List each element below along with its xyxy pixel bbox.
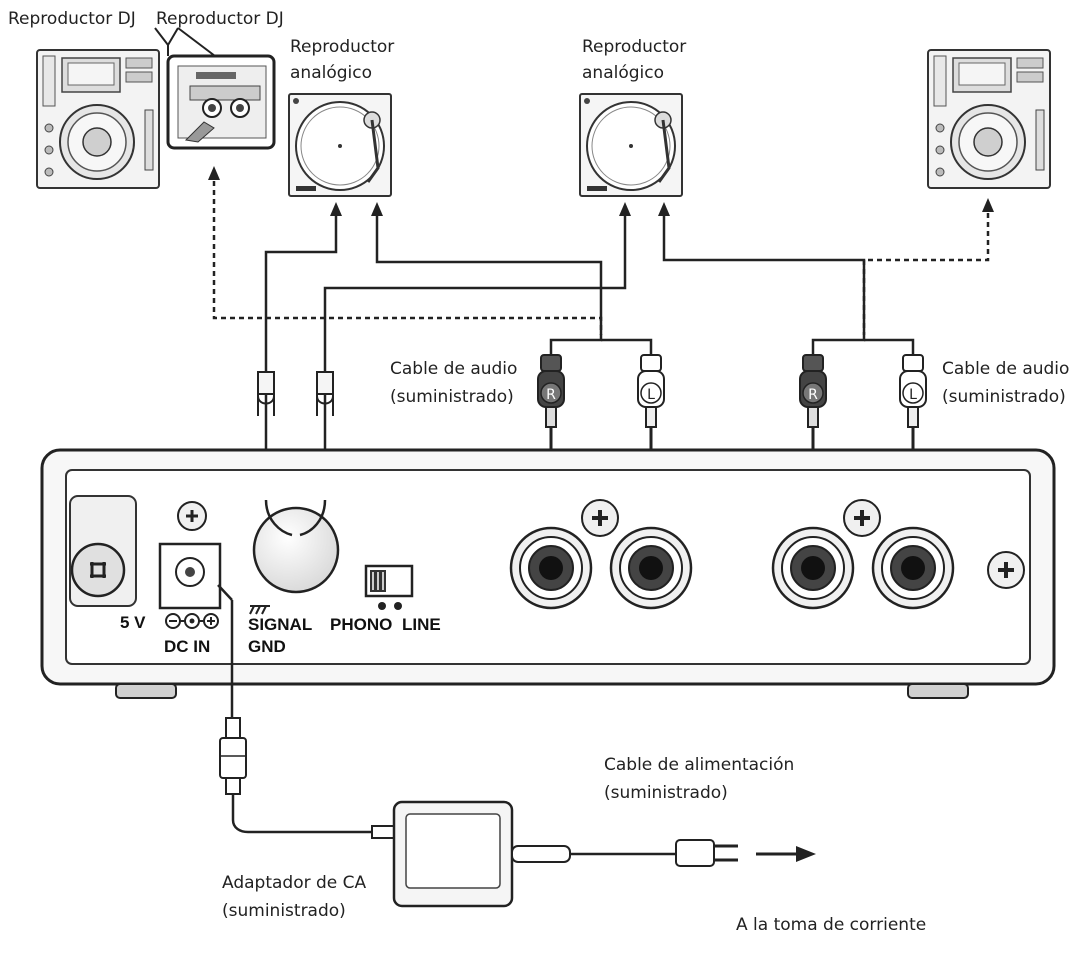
dotted-cable-right: [862, 204, 990, 335]
analog-player-right: [579, 93, 683, 197]
label-5v: 5 V: [120, 613, 146, 632]
rca-jack-left-l: [609, 526, 693, 610]
screw-icon: [843, 499, 881, 537]
callout-left: [154, 27, 179, 47]
polarity-icon: [165, 613, 219, 629]
plug-letter-left-r: R: [546, 387, 556, 403]
dc-plug: [217, 584, 372, 834]
label-ac-adapter-2: (suministrado): [222, 901, 346, 921]
label-phono: PHONO: [330, 615, 392, 634]
dj-player-right: [927, 49, 1051, 189]
label-audio-cable-right-1: Cable de audio: [942, 359, 1069, 379]
label-analog-player-right-2: analógico: [582, 63, 664, 83]
label-gnd: GND: [248, 637, 286, 656]
arrow-up-icon: [371, 202, 383, 216]
rca-jack-left-r: [509, 526, 593, 610]
label-power-cable-2: (suministrado): [604, 783, 728, 803]
label-line: LINE: [402, 615, 441, 634]
arrow-up-icon: [658, 202, 670, 216]
arrow-up-icon: [330, 202, 342, 216]
arrow-up-icon: [982, 198, 994, 212]
ac-adapter: [371, 800, 676, 908]
dotted-cable-left: [212, 172, 603, 335]
label-audio-cable-left-1: Cable de audio: [390, 359, 517, 379]
label-audio-cable-left-2: (suministrado): [390, 387, 514, 407]
label-audio-cable-right-2: (suministrado): [942, 387, 1066, 407]
arrow-right-icon: [756, 846, 816, 862]
dj-player-inset: [166, 54, 276, 150]
plug-letter-left-l: L: [647, 387, 655, 403]
label-power-cable-1: Cable de alimentación: [604, 755, 794, 775]
spade-lug-right: [316, 371, 334, 416]
plug-letter-right-l: L: [909, 387, 917, 403]
label-analog-player-left-1: Reproductor: [290, 37, 394, 57]
power-plug: [675, 839, 738, 867]
dj-player-left: [36, 49, 160, 189]
plug-letter-right-r: R: [808, 387, 818, 403]
label-dc-in: DC IN: [164, 637, 210, 656]
rca-jack-right-l: [871, 526, 955, 610]
label-ac-adapter-1: Adaptador de CA: [222, 873, 367, 893]
label-signal: SIGNAL: [248, 615, 312, 634]
ground-symbol-icon: [249, 605, 270, 615]
arrow-up-icon: [208, 166, 220, 180]
label-dj-player-1: Reproductor DJ: [8, 9, 136, 29]
arrow-up-icon: [619, 202, 631, 216]
audio-cable-right-l: [864, 338, 915, 355]
label-outlet: A la toma de corriente: [736, 915, 926, 935]
screw-icon: [581, 499, 619, 537]
rca-plug-right-r: [799, 354, 827, 567]
label-analog-player-right-1: Reproductor: [582, 37, 686, 57]
callout-right: [177, 27, 216, 57]
audio-cable-right-r: [662, 208, 866, 355]
audio-cable-left-r: [375, 208, 603, 355]
screw-icon: [177, 501, 207, 531]
rca-jack-right-r: [771, 526, 855, 610]
analog-player-left: [288, 93, 392, 197]
label-dj-player-2: Reproductor DJ: [156, 9, 284, 29]
screw-icon: [987, 551, 1025, 589]
audio-cable-left-l: [601, 338, 653, 355]
screw-icon: [70, 542, 126, 598]
signal-gnd-terminal: [252, 506, 340, 594]
label-analog-player-left-2: analógico: [290, 63, 372, 83]
spade-lug-left: [257, 371, 275, 416]
device-rear-panel: 5 V DC IN SIGNAL GND PHONO LINE: [40, 448, 1056, 699]
